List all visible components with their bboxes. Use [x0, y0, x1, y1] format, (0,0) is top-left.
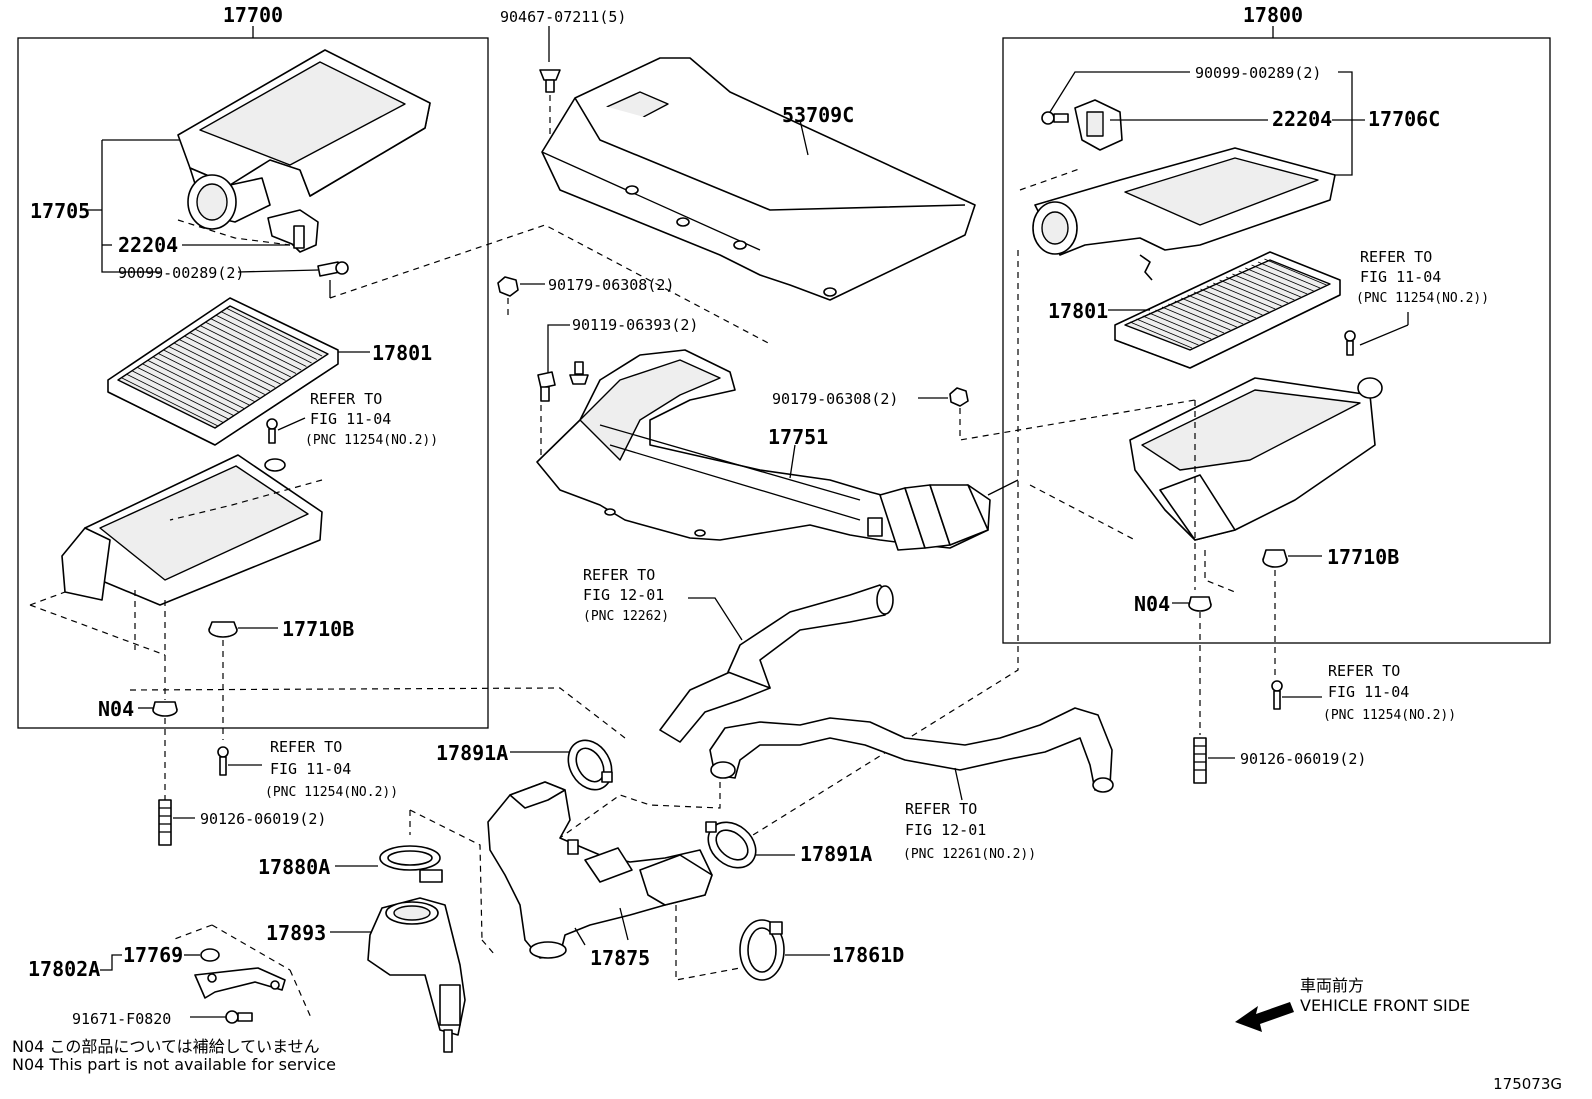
resonator-17893: [367, 897, 466, 1053]
air-cleaner-cap-left: [177, 49, 431, 230]
ref6-line3: (PNC 12261(NO.2)): [903, 847, 1036, 862]
ref1-line2: FIG 11-04: [310, 410, 391, 428]
grommet-17710b-left: [208, 621, 238, 638]
label-90126-left: 90126-06019(2): [200, 810, 326, 828]
label-17891a-1: 17891A: [436, 741, 508, 765]
ref4-line2: FIG 11-04: [1328, 683, 1409, 701]
label-17875: 17875: [590, 946, 650, 970]
bolt-90119: [537, 371, 556, 402]
label-22204-left: 22204: [118, 233, 178, 257]
ref5-line2: FIG 12-01: [583, 586, 664, 604]
bolt-91671: [225, 1010, 253, 1024]
engine-cover-53709c: [541, 57, 976, 301]
label-17751: 17751: [768, 425, 828, 449]
bolt-ref-4: [1271, 680, 1283, 710]
ref5-line1: REFER TO: [583, 566, 655, 584]
label-90179-b: 90179-06308(2): [772, 390, 898, 408]
ref2-line1: REFER TO: [270, 738, 342, 756]
label-17710b-left: 17710B: [282, 617, 354, 641]
label-17893: 17893: [266, 921, 326, 945]
front-label-jp: 車両前方: [1300, 976, 1365, 995]
stud-left: [158, 799, 172, 846]
air-filter-left: [107, 297, 339, 446]
air-flow-sensor-left: [267, 209, 319, 253]
assembly-number-right: 17800: [1243, 3, 1303, 27]
hose-12261: [709, 707, 1114, 793]
label-17801-left: 17801: [372, 341, 432, 365]
ref5-line3: (PNC 12262): [583, 609, 669, 624]
clamp-17880a: [379, 845, 443, 883]
washer-17769: [200, 948, 220, 962]
bracket-17802a: [194, 967, 286, 999]
label-90126-right: 90126-06019(2): [1240, 750, 1366, 768]
label-17710b-right: 17710B: [1327, 545, 1399, 569]
label-n04-right: N04: [1134, 592, 1170, 616]
clamp-17891a-1: [567, 739, 613, 791]
screw-left: [317, 261, 349, 277]
nut-90179-b: [949, 387, 969, 407]
label-17891a-2: 17891A: [800, 842, 872, 866]
air-cleaner-case-left: [61, 454, 323, 606]
bolt-ref-1: [266, 418, 278, 444]
ref6-line2: FIG 12-01: [905, 821, 986, 839]
clamp-17861d: [739, 919, 785, 981]
label-53709c: 53709C: [782, 103, 854, 127]
label-17705: 17705: [30, 199, 90, 223]
air-filter-right: [1114, 251, 1341, 369]
grommet-n04-right: [1188, 596, 1212, 612]
front-arrow-icon: [1235, 1002, 1294, 1032]
label-90467: 90467-07211(5): [500, 8, 626, 26]
air-cleaner-cap-right: [1032, 147, 1336, 281]
ref2-line2: FIG 11-04: [270, 760, 351, 778]
intake-duct-17751: [536, 349, 991, 551]
ref1-line3: (PNC 11254(NO.2)): [305, 433, 438, 448]
label-90119: 90119-06393(2): [572, 316, 698, 334]
label-17706c: 17706C: [1368, 107, 1440, 131]
air-flow-sensor-right: [1074, 99, 1123, 151]
ref3-line3: (PNC 11254(NO.2)): [1356, 291, 1489, 306]
clamp-17891a-2: [705, 821, 757, 869]
stud-small: [569, 361, 589, 385]
ref3-line1: REFER TO: [1360, 248, 1432, 266]
hose-12262: [659, 584, 894, 743]
label-17769: 17769: [123, 943, 183, 967]
note-jp: N04 この部品については補給していません: [12, 1037, 320, 1056]
ref3-line2: FIG 11-04: [1360, 268, 1441, 286]
label-90099-right: 90099-00289(2): [1195, 64, 1321, 82]
note-en: N04 This part is not available for servi…: [12, 1055, 336, 1074]
ref1-line1: REFER TO: [310, 390, 382, 408]
grommet-n04-left: [152, 701, 178, 717]
assembly-box-right: [1002, 37, 1551, 644]
clip-90467: [539, 69, 561, 93]
label-17801-right: 17801: [1048, 299, 1108, 323]
label-17880a: 17880A: [258, 855, 330, 879]
stud-right: [1193, 737, 1207, 784]
label-17861d: 17861D: [832, 943, 904, 967]
label-22204-right: 22204: [1272, 107, 1332, 131]
label-n04-left: N04: [98, 697, 134, 721]
nut-90179-a: [497, 276, 519, 297]
ref4-line1: REFER TO: [1328, 662, 1400, 680]
bolt-ref-2: [217, 746, 229, 776]
label-17802a: 17802A: [28, 957, 100, 981]
hose-17875: [487, 781, 713, 959]
illustration-id: 175073G: [1493, 1075, 1562, 1093]
label-90099-left: 90099-00289(2): [118, 264, 244, 282]
ref2-line3: (PNC 11254(NO.2)): [265, 785, 398, 800]
assembly-number-left: 17700: [223, 3, 283, 27]
label-91671: 91671-F0820: [72, 1010, 171, 1028]
grommet-17710b-right: [1262, 549, 1288, 568]
screw-right: [1041, 111, 1069, 125]
bolt-ref-3: [1344, 330, 1356, 356]
ref6-line1: REFER TO: [905, 800, 977, 818]
air-cleaner-case-right: [1129, 377, 1383, 541]
label-90179-a: 90179-06308(2): [548, 276, 674, 294]
ref4-line3: (PNC 11254(NO.2)): [1323, 708, 1456, 723]
front-label-en: VEHICLE FRONT SIDE: [1300, 996, 1471, 1015]
